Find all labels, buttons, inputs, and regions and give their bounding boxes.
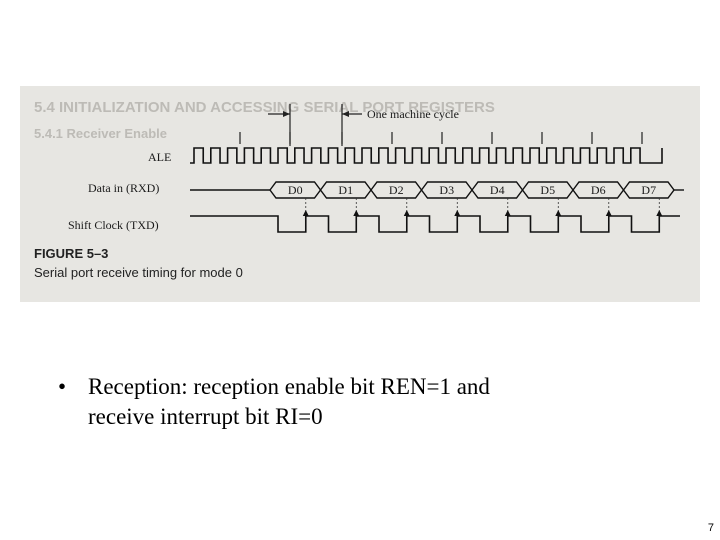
machine-cycle-marker: One machine cycle [268,104,459,146]
bit-label-d2: D2 [389,183,404,197]
sample-arrow [353,210,360,216]
bit-label-d1: D1 [338,183,353,197]
bit-label-d4: D4 [490,183,505,197]
figure-caption-title: FIGURE 5–3 [34,246,108,261]
bit-label-d7: D7 [641,183,656,197]
bit-label-d5: D5 [540,183,555,197]
timing-diagram-figure: 5.4 INITIALIZATION AND ACCESSING SERIAL … [20,86,700,302]
bullet-line-2: receive interrupt bit RI=0 [88,404,323,429]
bit-label-d3: D3 [439,183,454,197]
bit-label-d6: D6 [591,183,606,197]
sample-arrow [454,210,461,216]
sample-arrow [403,210,410,216]
sample-arrow [656,210,663,216]
ale-waveform [190,147,663,164]
page-number: 7 [707,522,714,534]
ale-label: ALE [148,150,171,164]
bullet-dot: • [58,374,67,399]
ghost-heading-2: 5.4.1 Receiver Enable [34,126,167,141]
data-in-waveform: D0 D1 D2 D3 D4 D5 D6 D7 [190,181,684,199]
sample-arrow [605,210,612,216]
sample-arrow [302,210,309,216]
bullet-point: • Reception: reception enable bit REN=1 … [58,372,618,432]
bullet-line-1: Reception: reception enable bit REN=1 an… [88,374,490,399]
bullet-text: Reception: reception enable bit REN=1 an… [88,372,490,432]
bit-label-d0: D0 [288,183,303,197]
machine-cycle-label: One machine cycle [367,107,459,121]
figure-caption-text: Serial port receive timing for mode 0 [34,265,243,280]
ghost-heading-1: 5.4 INITIALIZATION AND ACCESSING SERIAL … [34,99,495,116]
data-in-label: Data in (RXD) [88,181,159,195]
sample-arrow [555,210,562,216]
shift-clock-label: Shift Clock (TXD) [68,218,159,232]
sample-markers [302,198,663,216]
sample-arrow [504,210,511,216]
shift-clock-waveform [190,215,680,233]
ale-tick-marks [239,132,643,144]
